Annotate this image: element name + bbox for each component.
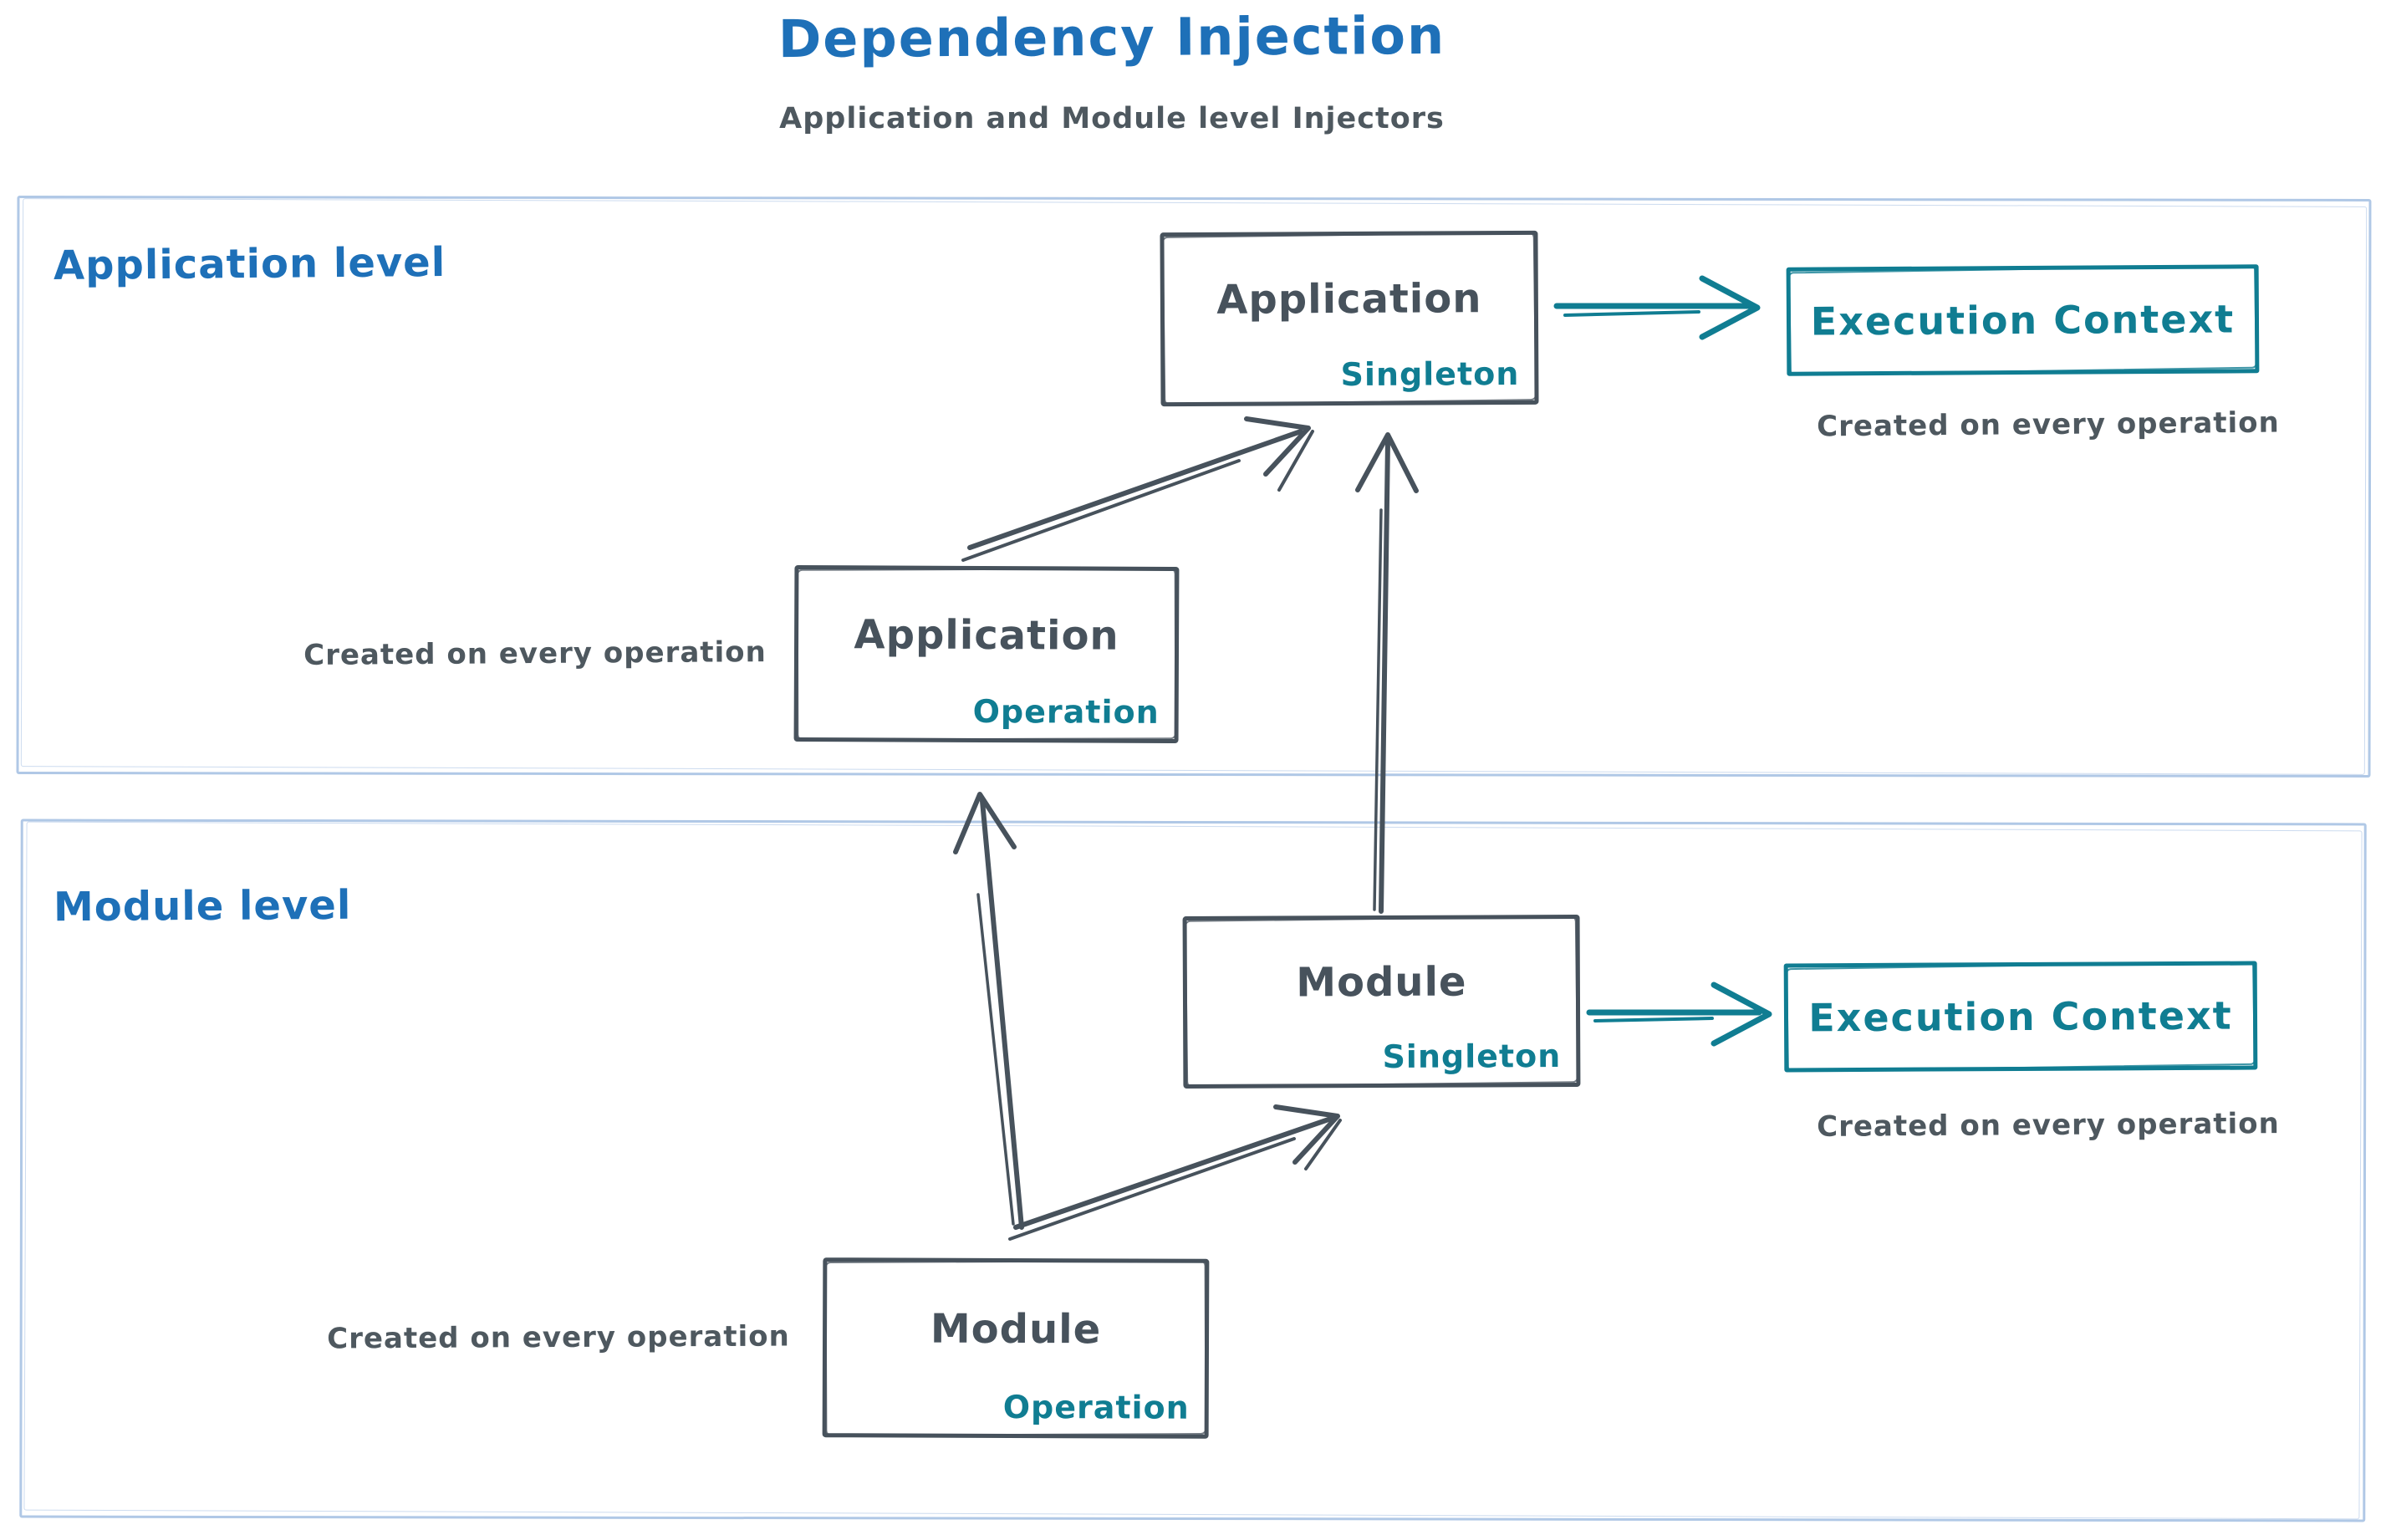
module-singleton-box: Module Singleton (1182, 914, 1581, 1089)
module-operation-box: Module Operation (822, 1257, 1210, 1439)
module-level-label: Module level (53, 881, 352, 931)
page-subtitle: Application and Module level Injectors (779, 102, 1445, 135)
module-execution-context-label: Execution Context (1808, 992, 2233, 1041)
application-operation-caption: Created on every operation (303, 635, 767, 672)
application-execution-context-label: Execution Context (1810, 296, 2236, 344)
application-operation-scope-tag: Operation (972, 692, 1160, 731)
application-singleton-title: Application (1216, 275, 1482, 324)
module-singleton-title: Module (1296, 958, 1467, 1007)
module-execution-context-box: Execution Context (1783, 961, 2258, 1073)
module-operation-caption: Created on every operation (327, 1319, 790, 1356)
module-execution-context-caption: Created on every operation (1817, 1107, 2280, 1144)
application-operation-title: Application (854, 610, 1119, 660)
module-operation-scope-tag: Operation (1002, 1388, 1190, 1426)
module-singleton-scope-tag: Singleton (1382, 1038, 1562, 1075)
application-level-label: Application level (53, 238, 446, 290)
application-singleton-scope-tag: Singleton (1340, 354, 1520, 394)
application-execution-context-box: Execution Context (1786, 264, 2260, 376)
module-operation-title: Module (930, 1305, 1102, 1353)
page-title: Dependency Injection (777, 4, 1446, 70)
application-execution-context-caption: Created on every operation (1817, 405, 2280, 444)
application-singleton-box: Application Singleton (1160, 230, 1539, 407)
application-operation-box: Application Operation (793, 564, 1180, 744)
